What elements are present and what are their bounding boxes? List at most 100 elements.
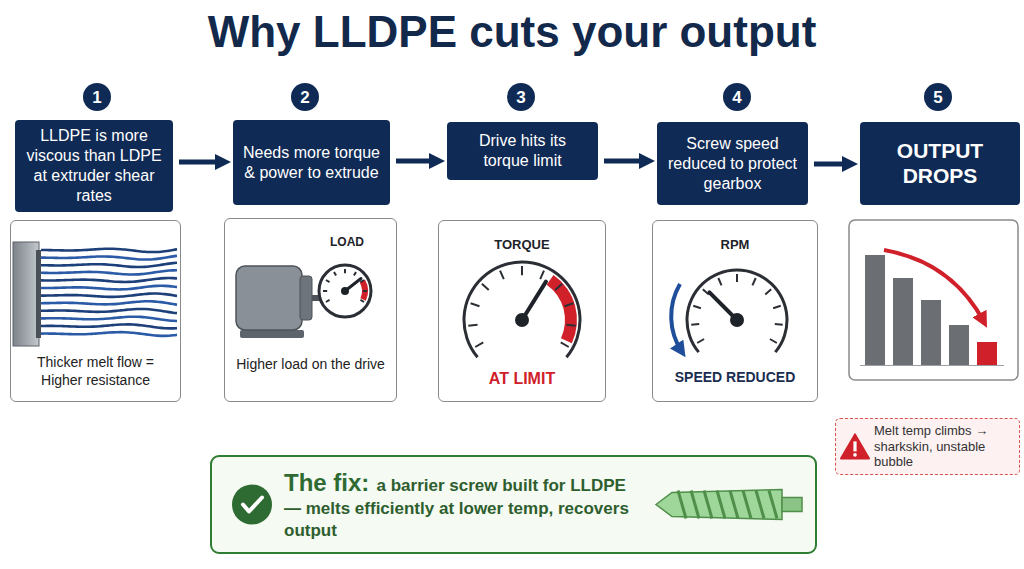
check-icon [232, 485, 272, 525]
melt-flow-illustration [13, 242, 177, 346]
gauge-tick [718, 278, 721, 285]
warning-ground [835, 418, 1020, 475]
fix-box: The fix:a barrier screw built for LLDPE … [210, 455, 817, 554]
gauge-tick [323, 290, 327, 292]
melt-strand [41, 249, 177, 252]
step-number: 2 [291, 83, 319, 111]
output-bar-chart [949, 325, 969, 365]
gauge-tick [752, 278, 755, 285]
gauge-face [319, 265, 371, 317]
diagram-title: Why LLDPE cuts your output [0, 6, 1024, 59]
flow-arrow [814, 162, 850, 167]
warning-icon [841, 434, 869, 458]
rpm-gauge [686, 269, 789, 354]
warning-icon [853, 453, 857, 457]
illustration-panel: RPMSPEED REDUCED [652, 220, 818, 402]
gauge-tick [360, 300, 364, 302]
melt-flow-illustration [13, 242, 39, 346]
check-icon [232, 485, 272, 525]
gauge-tick [697, 339, 704, 343]
check-icon [243, 498, 262, 512]
gauge-tick [561, 342, 569, 347]
gauge-tick [765, 289, 771, 294]
speed-down-arrow [671, 284, 682, 352]
melt-strand [41, 256, 177, 260]
gauge-hub [341, 287, 349, 295]
gauge-hub [730, 313, 744, 327]
gauge-rim [686, 269, 789, 354]
gauge-tick [566, 324, 575, 327]
gauge-tick [326, 300, 330, 302]
barrier-screw-icon [782, 498, 802, 512]
step-box: Needs more torque & power to extrude [233, 120, 390, 205]
gauge-tick [540, 271, 544, 279]
load-gauge [319, 265, 371, 317]
screw-flight [743, 491, 751, 519]
node-text: OUTPUT DROPS [868, 139, 1012, 187]
step-number: 5 [924, 83, 952, 111]
gauge-rim [463, 261, 582, 359]
gauge-tick [736, 274, 738, 282]
step-number: 1 [83, 83, 111, 111]
screw-flight [769, 491, 777, 519]
gauge-tick [482, 284, 489, 290]
flow-arrow [179, 160, 223, 165]
step-box: Drive hits its torque limit [447, 122, 598, 180]
motor-illustration [240, 330, 304, 338]
flow-arrow [396, 159, 437, 164]
step-number: 3 [507, 83, 535, 111]
illustration-panel: TORQUEAT LIMIT [438, 220, 606, 402]
output-bar-chart [860, 365, 1004, 366]
node-text: Melt temp climbs → sharkskin, unstable b… [874, 423, 1013, 470]
step-box: Screw speed reduced to protect gearbox [657, 122, 808, 205]
melt-strand [41, 263, 177, 267]
melt-strand [41, 332, 177, 336]
barrier-screw-icon [656, 490, 782, 520]
panel-caption: SPEED REDUCED [657, 369, 813, 386]
output-bar-chart [893, 278, 913, 365]
output-bar-chart [977, 342, 997, 365]
screw-flight [691, 491, 699, 519]
gauge-tick [500, 271, 504, 279]
number-text: 1 [92, 89, 101, 106]
gauge-hub [515, 313, 529, 327]
panel-caption: Thicker melt flow = Higher resistance [15, 353, 176, 389]
warning-icon [841, 434, 869, 458]
melt-strand [41, 293, 177, 296]
screw-flight [704, 491, 712, 519]
screw-flight [717, 491, 725, 519]
melt-strand [41, 324, 177, 328]
gauge-tick [521, 266, 523, 275]
gauge-tick [770, 339, 777, 343]
node-text: Drive hits its torque limit [455, 131, 590, 171]
node-text: LLDPE is more viscous than LDPE at extru… [23, 126, 165, 206]
motor-illustration [236, 266, 302, 330]
output-bar-chart [921, 300, 941, 365]
screw-flight [756, 491, 764, 519]
gauge-tick [471, 303, 480, 306]
fix-text: The fix:a barrier screw built for LLDPE … [284, 467, 643, 542]
melt-strand [41, 286, 177, 290]
number-text: 5 [933, 89, 942, 106]
fix-ground [210, 455, 817, 554]
flow-arrow [604, 159, 647, 164]
result-box: OUTPUT DROPS [860, 122, 1020, 205]
melt-flow-illustration [36, 250, 41, 338]
step-box: LLDPE is more viscous than LDPE at extru… [15, 120, 173, 212]
torque-gauge [463, 261, 582, 359]
gauge-tick [468, 324, 477, 327]
gauge-tick [565, 303, 574, 306]
gauge-tick [344, 269, 346, 273]
gauge-label: TORQUE [443, 237, 601, 253]
warning-icon [853, 441, 856, 451]
illustration-panel: Thicker melt flow = Higher resistance [10, 220, 181, 402]
output-bar-chart [865, 255, 885, 365]
screw-flight [730, 491, 738, 519]
output-bar-chart [884, 250, 984, 322]
gauge-red-zone [547, 275, 577, 343]
warning-callout: Melt temp climbs → sharkskin, unstable b… [835, 418, 1020, 475]
number-text: 4 [732, 89, 741, 106]
motor-illustration [300, 276, 312, 320]
output-bar-chart [849, 220, 1018, 380]
